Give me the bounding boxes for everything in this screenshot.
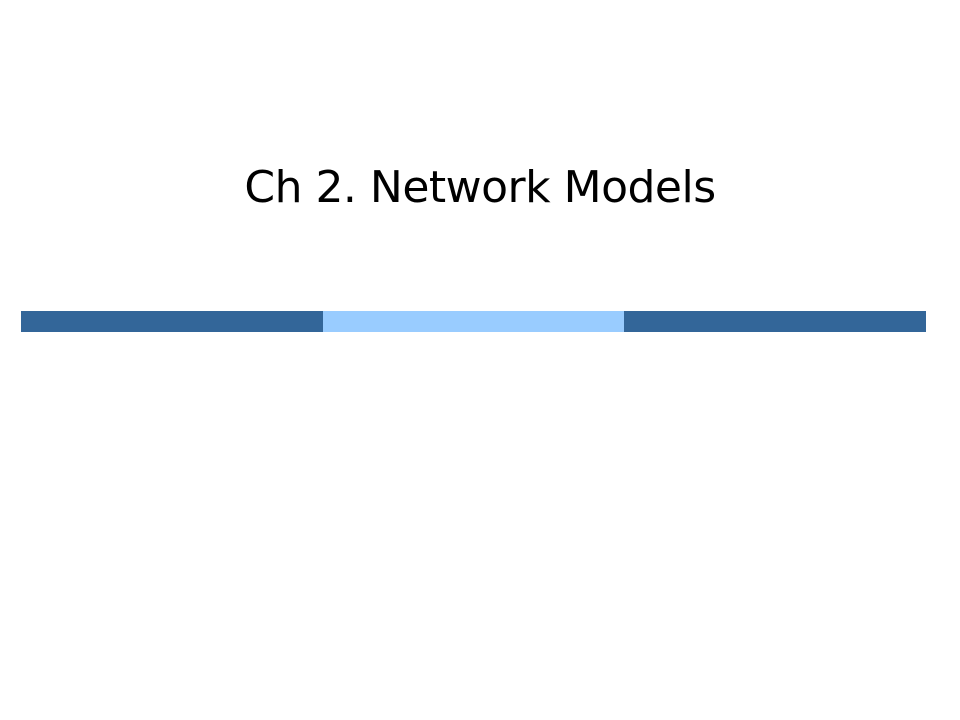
divider-segment-right xyxy=(624,311,927,332)
title-divider-bar xyxy=(21,311,927,332)
divider-segment-left xyxy=(21,311,323,332)
slide-title: Ch 2. Network Models xyxy=(244,162,716,213)
divider-segment-middle xyxy=(322,311,625,332)
